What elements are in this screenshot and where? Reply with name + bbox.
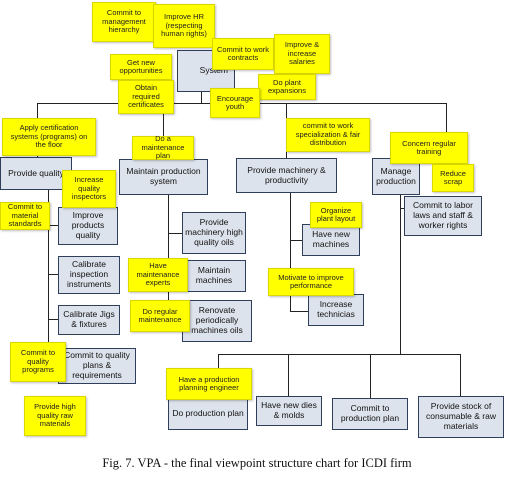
maintain-production-box: Maintain production system <box>119 159 208 195</box>
connector <box>48 190 49 366</box>
connector <box>48 319 58 320</box>
note-increase-inspectors: Increase quality inspectors <box>62 170 116 208</box>
note-commit-contracts: Commit to work contracts <box>212 38 274 70</box>
connector <box>460 354 461 396</box>
improve-products-quality-box: Improve products quality <box>58 207 118 245</box>
renovate-oils-box: Renovate periodically machines oils <box>182 300 252 342</box>
new-dies-molds-box: Have new dies & molds <box>256 396 322 426</box>
figure-caption: Fig. 7. VPA - the final viewpoint struct… <box>102 456 412 470</box>
note-planning-engineer: Have a production planning engineer <box>166 368 252 400</box>
commit-labor-laws-box: Commit to labor laws and staff & worker … <box>404 196 482 236</box>
have-new-machines-box: Have new machines <box>302 224 360 256</box>
connector <box>370 354 371 398</box>
note-maintenance-experts: Have maintenance experts <box>128 258 188 292</box>
calibrate-inspection-box: Calibrate inspection instruments <box>58 256 120 294</box>
note-raw-materials: Provide high quality raw materials <box>24 396 86 436</box>
connector <box>288 354 289 396</box>
note-improve-hr: Improve HR (respecting human rights) <box>153 4 215 48</box>
connector <box>163 103 164 159</box>
calibrate-jigs-box: Calibrate Jigs & fixtures <box>58 305 120 335</box>
note-maintenance-plan: Do a maintenance plan <box>132 135 194 160</box>
commit-production-plan-box: Commit to production plan <box>332 398 408 430</box>
connector <box>290 240 302 241</box>
connector <box>446 103 447 158</box>
connector <box>48 274 58 275</box>
note-organize-layout: Organize plant layout <box>310 202 362 228</box>
note-regular-maintenance: Do regular maintenance <box>130 300 190 332</box>
provide-quality-box: Provide quality <box>0 157 72 190</box>
note-apply-certification: Apply certification systems (programs) o… <box>2 118 96 156</box>
note-improve-salaries: Improve & increase salaries <box>274 34 330 74</box>
note-reduce-scrap: Reduce scrap <box>432 164 474 192</box>
connector <box>168 233 182 234</box>
note-commit-management: Commit to management hierarchy <box>92 2 156 42</box>
note-new-opportunities: Get new opportunities <box>110 54 172 80</box>
provide-machinery-oils-box: Provide machinery high quality oils <box>182 212 246 254</box>
note-obtain-certificates: Obtain required certificates <box>118 80 174 114</box>
connector <box>48 225 58 226</box>
do-production-plan-box: Do production plan <box>168 398 248 430</box>
connector <box>290 193 291 311</box>
note-material-standards: Commit to material standards <box>0 202 50 230</box>
note-specialization: commit to work specialization & fair dis… <box>286 118 370 152</box>
note-plant-expansions: Do plant expansions <box>258 74 316 100</box>
connector <box>201 92 202 104</box>
system-root-box: System <box>177 50 235 92</box>
note-encourage-youth: Encourage youth <box>210 88 260 118</box>
note-quality-programs: Commit to quality programs <box>10 342 66 382</box>
note-motivate-performance: Motivate to improve performance <box>268 268 354 296</box>
connector <box>218 354 461 355</box>
commit-quality-plans-box: Commit to quality plans & requirements <box>58 348 136 384</box>
connector <box>400 208 404 209</box>
provide-machinery-box: Provide machinery & productivity <box>236 158 337 193</box>
note-concern-training: Concern regular training <box>390 132 468 164</box>
maintain-machines-box: Maintain machines <box>182 260 246 292</box>
increase-technicians-box: Increase technicias <box>308 294 364 326</box>
provide-stock-box: Provide stock of consumable & raw materi… <box>418 396 504 438</box>
connector <box>400 195 401 354</box>
connector <box>290 311 308 312</box>
